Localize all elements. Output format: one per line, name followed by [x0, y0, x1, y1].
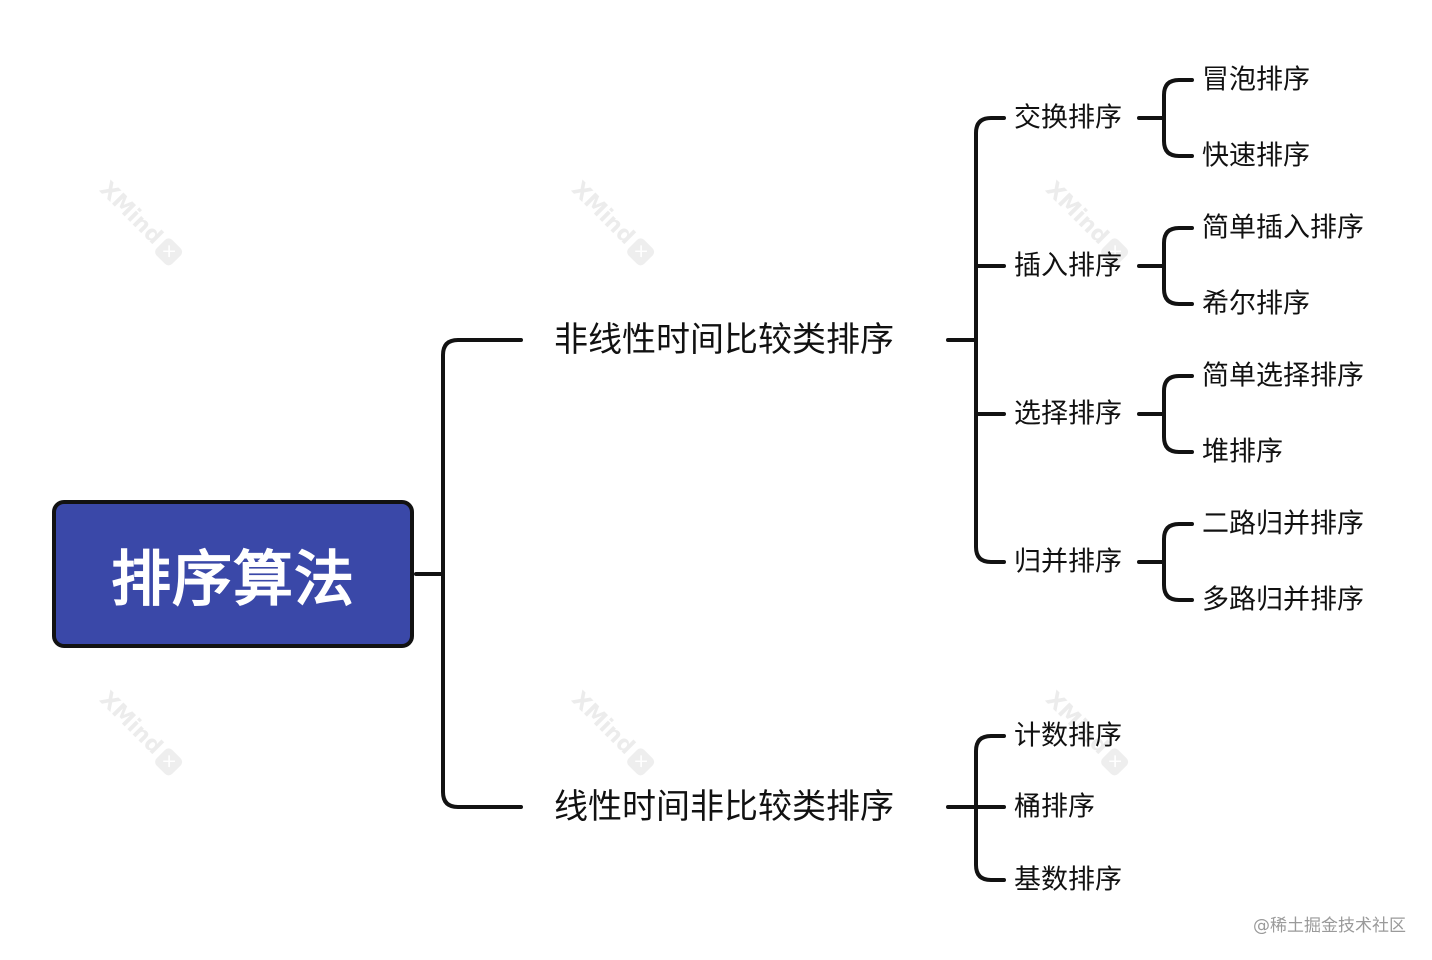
node-merge-sort[interactable]: 归并排序 — [1014, 546, 1122, 578]
node-shell-sort[interactable]: 希尔排序 — [1202, 288, 1310, 320]
root-label: 排序算法 — [111, 544, 355, 615]
connector-branch-2-bracket — [974, 734, 1006, 882]
node-selection-sort[interactable]: 选择排序 — [1014, 398, 1122, 430]
connector-root-bracket — [441, 338, 523, 809]
connector-merge-bracket — [1162, 522, 1194, 602]
node-heap-sort[interactable]: 堆排序 — [1202, 436, 1283, 468]
connector-selection-bracket — [1162, 374, 1194, 454]
source-watermark: @稀土掘金技术社区 — [1253, 916, 1406, 936]
connector-exchange-bracket — [1162, 78, 1194, 158]
node-simple-insertion-sort[interactable]: 简单插入排序 — [1202, 212, 1364, 244]
node-radix-sort[interactable]: 基数排序 — [1014, 864, 1122, 896]
node-quick-sort[interactable]: 快速排序 — [1202, 140, 1310, 172]
node-insertion-sort[interactable]: 插入排序 — [1014, 250, 1122, 282]
node-counting-sort[interactable]: 计数排序 — [1014, 720, 1122, 752]
node-exchange-sort[interactable]: 交换排序 — [1014, 102, 1122, 134]
branch-nonlinear-comparison[interactable]: 非线性时间比较类排序 — [554, 320, 894, 360]
node-multi-way-merge-sort[interactable]: 多路归并排序 — [1202, 584, 1364, 616]
branch-linear-non-comparison[interactable]: 线性时间非比较类排序 — [554, 787, 894, 827]
node-bubble-sort[interactable]: 冒泡排序 — [1202, 64, 1310, 96]
node-bucket-sort[interactable]: 桶排序 — [1014, 791, 1095, 823]
node-simple-selection-sort[interactable]: 简单选择排序 — [1202, 360, 1364, 392]
node-two-way-merge-sort[interactable]: 二路归并排序 — [1202, 508, 1364, 540]
connector-insertion-bracket — [1162, 226, 1194, 306]
root-node[interactable]: 排序算法 — [52, 500, 414, 648]
connector-branch-1-bracket — [974, 116, 1006, 564]
